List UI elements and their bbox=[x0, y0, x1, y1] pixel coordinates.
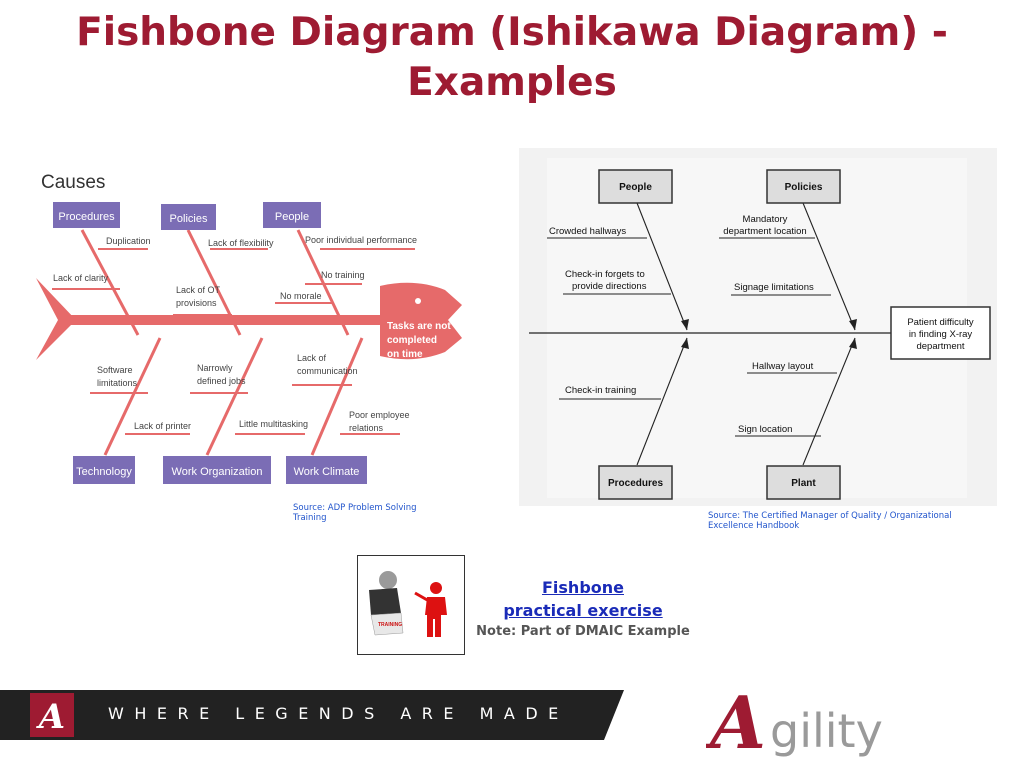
cause-checkin-forgets-2: provide directions bbox=[572, 281, 647, 292]
exercise-note: Note: Part of DMAIC Example bbox=[476, 624, 690, 639]
left-fishbone-diagram: Causes Tasks are not completed on time P… bbox=[36, 172, 462, 484]
agility-wordmark: gility bbox=[770, 704, 883, 758]
cause-checkin-training: Check-in training bbox=[565, 385, 636, 396]
cause-poor-relations-2: relations bbox=[349, 423, 384, 433]
cause-lack-of-ot-1: Lack of OT bbox=[176, 285, 221, 295]
left-source: Source: ADP Problem Solving Training bbox=[293, 503, 417, 523]
bones bbox=[547, 202, 856, 466]
svg-text:Procedures: Procedures bbox=[608, 478, 663, 489]
svg-text:People: People bbox=[275, 211, 309, 223]
cause-software-1: Software bbox=[97, 365, 133, 375]
cause-no-training: No training bbox=[321, 270, 365, 280]
cause-lack-of-clarity: Lack of clarity bbox=[53, 273, 109, 283]
effect-line-3: department bbox=[916, 341, 964, 352]
dark-block bbox=[369, 588, 401, 615]
cause-poor-performance: Poor individual performance bbox=[305, 235, 417, 245]
svg-text:Work Organization: Work Organization bbox=[172, 466, 263, 478]
effect-box bbox=[890, 306, 991, 360]
cause-lack-of-printer: Lack of printer bbox=[134, 421, 191, 431]
cause-signage: Signage limitations bbox=[734, 282, 814, 293]
exercise-link-block: Fishbone practical exercise Note: Part o… bbox=[470, 576, 696, 642]
cause-no-morale: No morale bbox=[280, 291, 322, 301]
svg-text:Policies: Policies bbox=[785, 182, 823, 193]
fish-head bbox=[380, 282, 462, 360]
category-people bbox=[598, 169, 673, 204]
footer-tagline: WHERE LEGENDS ARE MADE bbox=[108, 704, 569, 723]
effect-label-3: on time bbox=[387, 349, 423, 360]
category-work-climate bbox=[286, 456, 367, 484]
figure-head bbox=[379, 571, 397, 589]
cause-crowded-hallways: Crowded hallways bbox=[549, 226, 626, 237]
cause-poor-relations-1: Poor employee bbox=[349, 410, 410, 420]
presenter-arm bbox=[414, 591, 430, 603]
svg-text:Technology: Technology bbox=[76, 466, 132, 478]
cause-lack-of-flexibility: Lack of flexibility bbox=[208, 238, 274, 248]
arrowheads bbox=[681, 319, 857, 349]
cause-narrowly-1: Narrowly bbox=[197, 363, 233, 373]
cause-mandatory-1: Mandatory bbox=[743, 214, 788, 225]
cause-software-2: limitations bbox=[97, 378, 138, 388]
effect-line-1: Patient difficulty bbox=[907, 317, 974, 328]
agility-a-logo: A bbox=[706, 680, 766, 760]
fishbone-exercise-link-line2[interactable]: practical exercise bbox=[503, 601, 663, 620]
right-source: Source: The Certified Manager of Quality… bbox=[708, 511, 952, 531]
main-bones bbox=[80, 229, 364, 456]
category-policies bbox=[161, 204, 216, 230]
light-block bbox=[370, 612, 404, 636]
category-work-organization bbox=[163, 456, 271, 484]
svg-text:A: A bbox=[706, 680, 766, 760]
category-people bbox=[263, 202, 321, 228]
effect-label-1: Tasks are not bbox=[387, 321, 451, 332]
category-technology bbox=[73, 456, 135, 484]
category-policies bbox=[766, 169, 841, 204]
cause-mandatory-2: department location bbox=[723, 226, 806, 237]
cause-narrowly-2: defined jobs bbox=[197, 376, 246, 386]
presenter-head bbox=[430, 582, 442, 594]
training-icon: TRAINING bbox=[357, 555, 465, 655]
cause-bones bbox=[52, 248, 415, 435]
cause-sign-location: Sign location bbox=[738, 424, 792, 435]
right-fishbone-diagram: People Policies Procedures Plant Patient… bbox=[519, 148, 997, 506]
category-plant bbox=[766, 465, 841, 500]
svg-text:A: A bbox=[36, 697, 65, 737]
footer-bar: A bbox=[0, 690, 624, 740]
category-procedures bbox=[53, 202, 120, 228]
svg-text:Work Climate: Work Climate bbox=[294, 466, 360, 478]
cause-duplication: Duplication bbox=[106, 236, 151, 246]
cause-lack-of-communication-2: communication bbox=[297, 366, 358, 376]
presenter-body bbox=[425, 597, 447, 637]
cause-checkin-forgets-1: Check-in forgets to bbox=[565, 269, 645, 280]
page-title: Fishbone Diagram (Ishikawa Diagram) - Ex… bbox=[76, 10, 948, 105]
cause-little-multitasking: Little multitasking bbox=[239, 419, 308, 429]
script-a-logo bbox=[30, 693, 74, 737]
footer-dark-strip bbox=[0, 690, 624, 740]
svg-text:Policies: Policies bbox=[170, 213, 208, 225]
fishbone-exercise-link[interactable]: Fishbone bbox=[541, 578, 624, 597]
effect-label-2: completed bbox=[387, 335, 437, 346]
fish-eye bbox=[415, 298, 421, 304]
cause-lack-of-communication-1: Lack of bbox=[297, 353, 327, 363]
causes-heading: Causes bbox=[41, 172, 105, 193]
effect-line-2: in finding X-ray bbox=[909, 329, 973, 340]
cause-hallway-layout: Hallway layout bbox=[752, 361, 814, 372]
category-procedures bbox=[598, 465, 673, 500]
svg-text:Plant: Plant bbox=[791, 478, 816, 489]
fish-spine bbox=[58, 315, 383, 325]
svg-text:TRAINING: TRAINING bbox=[378, 622, 402, 628]
svg-text:Procedures: Procedures bbox=[58, 211, 115, 223]
svg-text:People: People bbox=[619, 182, 652, 193]
cause-lack-of-ot-2: provisions bbox=[176, 298, 217, 308]
